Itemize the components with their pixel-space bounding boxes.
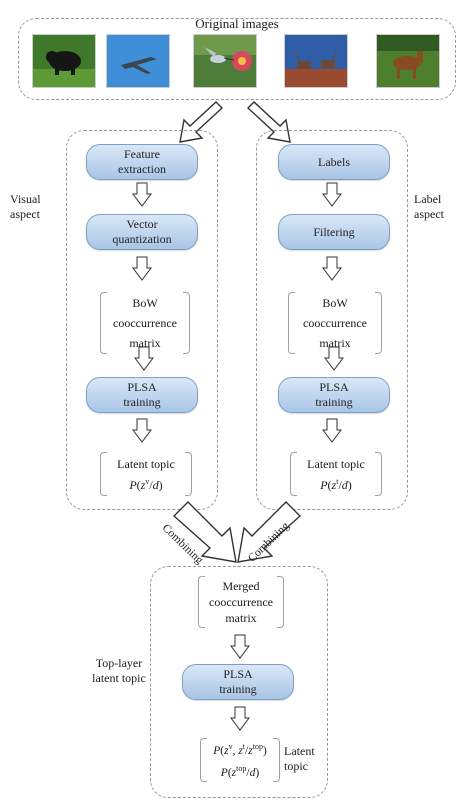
visual-aspect-panel bbox=[66, 130, 218, 510]
horse-image bbox=[376, 34, 440, 88]
latent-topic-label: Latent topic bbox=[117, 456, 175, 471]
visual-plsa-node: PLSA training bbox=[86, 377, 198, 413]
top-layer-panel bbox=[150, 566, 328, 798]
merged-line: Merged bbox=[222, 579, 260, 593]
label-plsa-node: PLSA training bbox=[278, 377, 390, 413]
arrow-down-icon bbox=[132, 418, 152, 443]
top-formula-2: P(ztop/d) bbox=[220, 764, 260, 779]
latent-topic-label: Latent topic bbox=[307, 456, 365, 471]
vector-quantization-node: Vector quantization bbox=[86, 214, 198, 250]
top-latent-topic-label: Latent topic bbox=[284, 744, 315, 773]
label-latent-topic: Latent topic P(zt/d) bbox=[290, 452, 382, 496]
visual-latent-topic: Latent topic P(zv/d) bbox=[100, 452, 192, 496]
hummingbird-image bbox=[193, 34, 257, 88]
arrow-down-icon bbox=[324, 346, 344, 371]
top-layer-label: Top-layer latent topic bbox=[92, 656, 146, 685]
visual-aspect-label: Visual aspect bbox=[10, 192, 41, 221]
merged-line: cooccurrence bbox=[209, 595, 273, 609]
original-images-title: Original images bbox=[195, 16, 279, 31]
labels-node: Labels bbox=[278, 144, 390, 180]
top-plsa-node: PLSA training bbox=[182, 664, 294, 700]
bear-image bbox=[32, 34, 96, 88]
bow-line: matrix bbox=[319, 336, 351, 350]
feature-extraction-node: Feature extraction bbox=[86, 144, 198, 180]
reindeer-image bbox=[284, 34, 348, 88]
label-bow-matrix: BoW cooccurrence matrix bbox=[288, 292, 382, 354]
arrow-to-label-icon bbox=[246, 101, 291, 143]
bow-line: BoW bbox=[322, 296, 348, 310]
label-formula: P(zt/d) bbox=[320, 476, 352, 492]
arrow-down-icon bbox=[322, 418, 342, 443]
visual-bow-matrix: BoW cooccurrence matrix bbox=[100, 292, 190, 354]
arrow-down-icon bbox=[230, 634, 250, 659]
combining-right-arrow-icon bbox=[237, 501, 302, 563]
label-aspect-label: Label aspect bbox=[414, 192, 444, 221]
top-formula-1: P(zv, zt/ztop) bbox=[213, 742, 267, 757]
arrow-down-icon bbox=[132, 256, 152, 281]
arrow-down-icon bbox=[132, 182, 152, 207]
visual-formula: P(zv/d) bbox=[129, 476, 163, 492]
bow-line: cooccurrence bbox=[113, 316, 177, 330]
filtering-node: Filtering bbox=[278, 214, 390, 250]
bow-line: cooccurrence bbox=[303, 316, 367, 330]
top-formula-box: P(zv, zt/ztop) P(ztop/d) bbox=[200, 738, 280, 782]
original-images-panel bbox=[18, 18, 456, 100]
arrow-down-icon bbox=[322, 256, 342, 281]
arrow-down-icon bbox=[230, 706, 250, 731]
arrow-to-visual-icon bbox=[179, 101, 224, 143]
arrow-down-icon bbox=[322, 182, 342, 207]
merged-line: matrix bbox=[225, 611, 257, 625]
label-aspect-panel bbox=[256, 130, 408, 510]
bow-line: matrix bbox=[129, 336, 161, 350]
combining-left-arrow-icon bbox=[172, 501, 237, 563]
jet-image bbox=[106, 34, 170, 88]
merged-matrix: Merged cooccurrence matrix bbox=[198, 576, 284, 628]
arrow-down-icon bbox=[134, 346, 154, 371]
bow-line: BoW bbox=[132, 296, 158, 310]
